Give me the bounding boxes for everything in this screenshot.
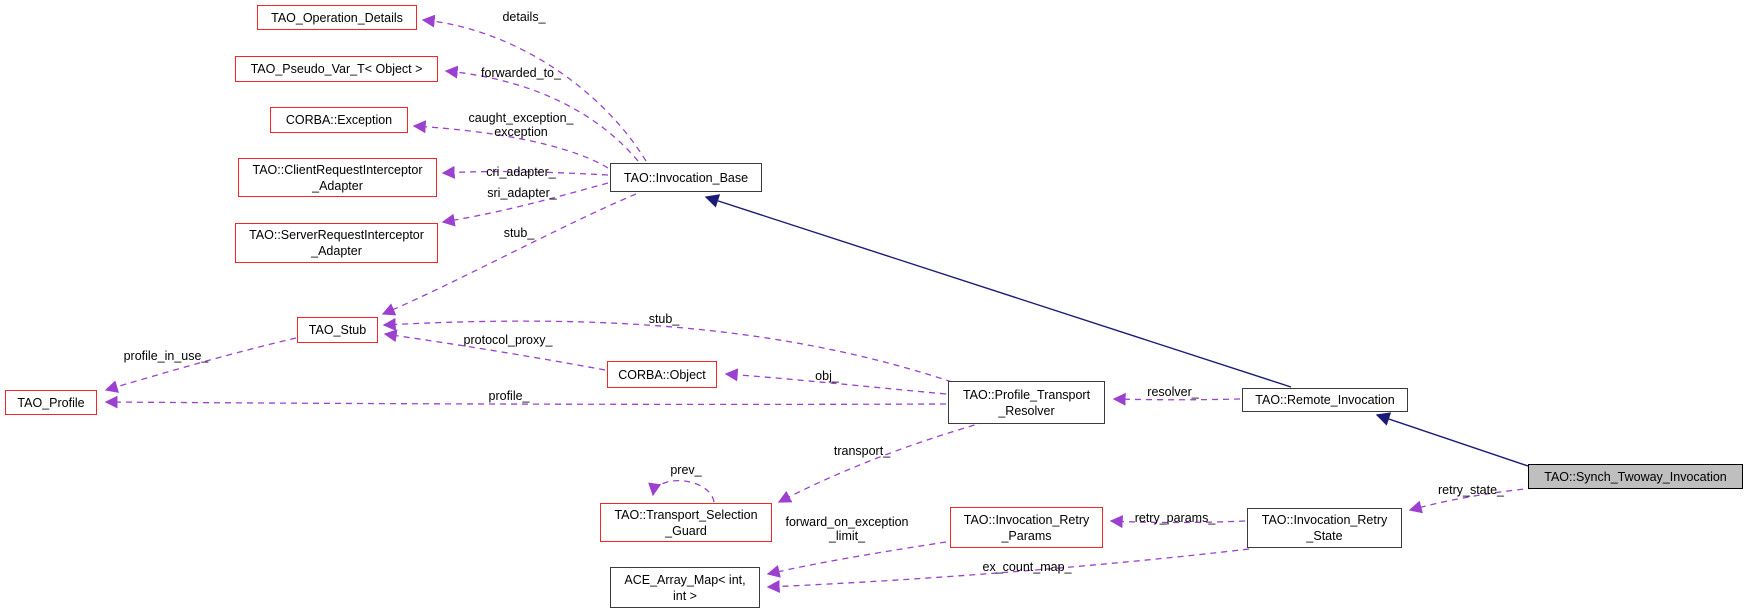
node-label: ACE_Array_Map< int, int > xyxy=(624,572,746,603)
edge-resolver xyxy=(1112,392,1241,406)
node-label: TAO::Invocation_Retry _Params xyxy=(963,512,1090,543)
edge-caught-exception xyxy=(412,120,609,169)
node-label: TAO::Remote_Invocation xyxy=(1255,393,1395,407)
node-label: TAO_Operation_Details xyxy=(271,10,403,25)
edge-stub-from-base xyxy=(381,193,637,316)
node-tao-operation-details[interactable]: TAO_Operation_Details xyxy=(257,5,417,30)
edge-profile xyxy=(104,395,947,409)
edge-stub-from-resolver xyxy=(382,317,953,383)
node-tao-remote-invocation[interactable]: TAO::Remote_Invocation xyxy=(1242,388,1408,412)
node-tao-stub[interactable]: TAO_Stub xyxy=(297,317,378,343)
node-corba-exception[interactable]: CORBA::Exception xyxy=(270,107,408,133)
node-label: TAO::Transport_Selection _Guard xyxy=(614,507,758,538)
edge-ex-count-map xyxy=(766,548,1250,593)
node-tao-profile-transport-resolver[interactable]: TAO::Profile_Transport _Resolver xyxy=(948,381,1105,424)
node-label: TAO::Profile_Transport _Resolver xyxy=(962,387,1091,418)
node-tao-pseudo-var-t-object[interactable]: TAO_Pseudo_Var_T< Object > xyxy=(235,56,438,82)
node-label: TAO_Stub xyxy=(308,323,367,337)
node-label: CORBA::Exception xyxy=(285,113,393,127)
edge-profile-in-use xyxy=(104,337,297,393)
edge-retry-params xyxy=(1109,515,1246,529)
node-label: TAO::Synch_Twoway_Invocation xyxy=(1544,469,1727,484)
edge-forward-on-exception-limit xyxy=(766,541,947,578)
node-label: TAO_Profile xyxy=(17,395,85,410)
node-tao-serverrequestinterceptor-adapter[interactable]: TAO::ServerRequestInterceptor _Adapter xyxy=(235,223,438,263)
edge-inherit-synch-to-remote xyxy=(1375,412,1532,468)
edge-sri-adapter xyxy=(441,182,609,227)
node-label: TAO::Invocation_Base xyxy=(623,170,749,185)
node-tao-profile[interactable]: TAO_Profile xyxy=(5,390,97,415)
node-corba-object[interactable]: CORBA::Object xyxy=(607,361,717,388)
edge-transport xyxy=(777,421,986,503)
node-tao-transport-selection-guard[interactable]: TAO::Transport_Selection _Guard xyxy=(600,503,772,542)
node-tao-invocation-retry-params[interactable]: TAO::Invocation_Retry _Params xyxy=(950,507,1103,548)
node-tao-synch-twoway-invocation[interactable]: TAO::Synch_Twoway_Invocation xyxy=(1528,464,1743,489)
node-label: TAO::Invocation_Retry _State xyxy=(1261,513,1388,543)
node-label: TAO::ClientRequestInterceptor _Adapter xyxy=(252,162,423,193)
node-label: TAO_Pseudo_Var_T< Object > xyxy=(250,62,423,76)
node-tao-invocation-retry-state[interactable]: TAO::Invocation_Retry _State xyxy=(1247,508,1402,548)
edge-prev-self-loop xyxy=(648,479,715,503)
node-tao-clientrequestinterceptor-adapter[interactable]: TAO::ClientRequestInterceptor _Adapter xyxy=(238,158,437,197)
edge-obj xyxy=(724,368,947,395)
edge-retry-state xyxy=(1408,487,1535,514)
edge-forwarded-to xyxy=(444,65,639,162)
edge-inherit-remote-to-base xyxy=(704,194,1292,388)
node-label: CORBA::Object xyxy=(618,367,706,382)
edge-details xyxy=(421,14,647,162)
edge-cri-adapter xyxy=(441,165,609,179)
node-ace-array-map-int-int[interactable]: ACE_Array_Map< int, int > xyxy=(610,567,760,608)
edge-protocol-proxy xyxy=(383,329,606,371)
node-tao-invocation-base[interactable]: TAO::Invocation_Base xyxy=(610,163,762,192)
node-label: TAO::ServerRequestInterceptor _Adapter xyxy=(249,228,424,258)
